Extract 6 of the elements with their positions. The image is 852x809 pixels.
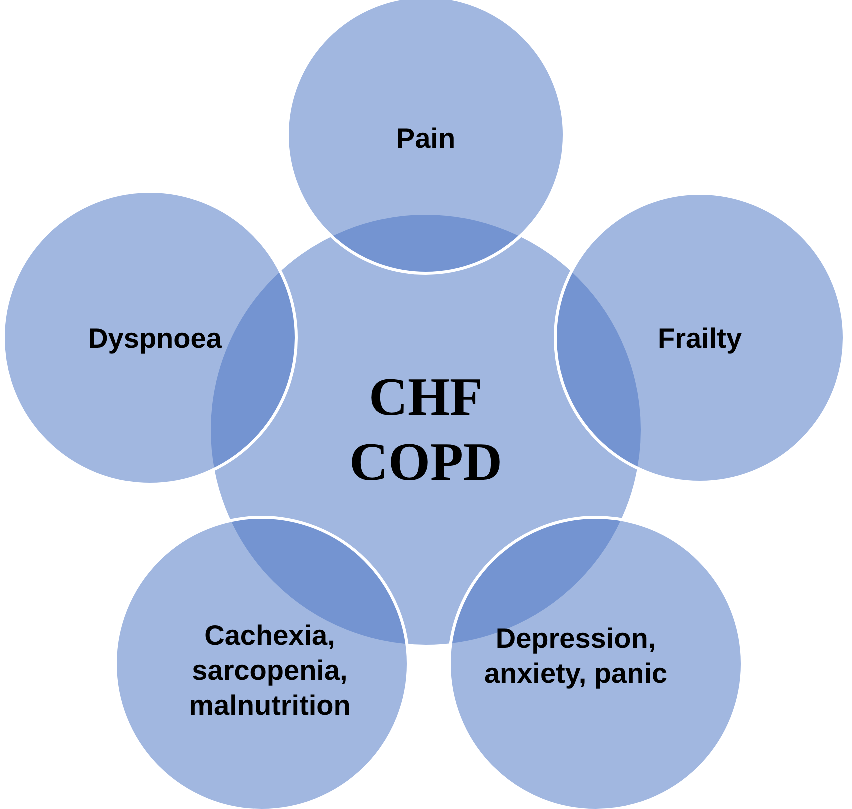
circle-label: Frailty: [658, 322, 742, 356]
circle-label: Pain: [396, 122, 456, 156]
circle-label: Dyspnoea: [88, 322, 222, 356]
center-label: CHF COPD: [348, 366, 504, 494]
circle-label: Cachexia, sarcopenia, malnutrition: [188, 618, 352, 722]
circle-label: Depression, anxiety, panic: [483, 622, 669, 691]
